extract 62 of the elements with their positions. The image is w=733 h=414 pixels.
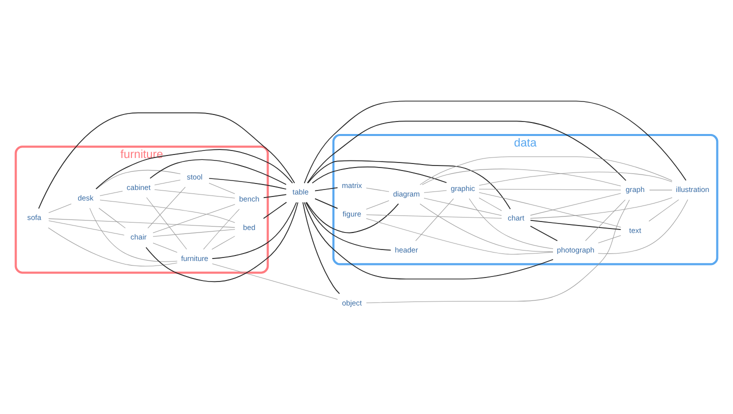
connector [48,204,72,213]
connector [312,166,447,184]
connector [100,190,123,196]
connector [598,199,688,254]
connector [306,202,399,234]
connector [154,180,181,186]
connector [263,194,287,198]
connector [420,156,672,185]
connector [146,197,187,250]
connector [48,227,178,266]
connector [530,197,672,219]
connector [38,112,295,209]
connector [302,202,340,294]
connector [366,214,502,219]
connector [152,229,236,237]
connector [152,242,178,253]
connector [478,198,502,212]
connector [208,178,287,190]
connector [420,204,554,252]
connector [212,263,338,300]
connector [146,202,298,282]
connector [98,208,126,228]
connector [308,160,511,210]
connector [366,200,630,304]
connector [478,188,622,190]
connector [304,202,554,280]
connector [530,220,622,230]
connector [366,218,554,255]
connector [648,199,680,222]
connector [415,198,454,242]
connector [422,168,622,186]
connector [585,200,626,242]
connector [366,200,390,210]
connector [424,198,502,216]
connector [148,186,186,228]
connector [424,190,447,193]
connector [366,188,390,192]
connector [89,208,178,262]
connector [152,204,236,234]
connector [468,198,554,249]
connector [212,202,297,260]
connector [96,149,293,190]
connector [263,202,287,219]
connector [212,236,236,250]
connector [96,170,181,190]
connector [100,200,236,223]
connector [203,208,240,250]
connector [208,182,236,194]
connector [478,192,622,228]
connector [478,172,672,186]
connector [530,226,558,242]
connector [48,218,236,228]
connector [598,235,622,244]
connector [306,120,626,184]
connector [305,202,392,251]
connector [154,189,236,198]
connector [150,159,287,185]
connector [314,187,338,192]
connector [314,198,338,209]
connector [304,100,686,184]
connector [48,220,124,236]
connector [530,193,622,216]
